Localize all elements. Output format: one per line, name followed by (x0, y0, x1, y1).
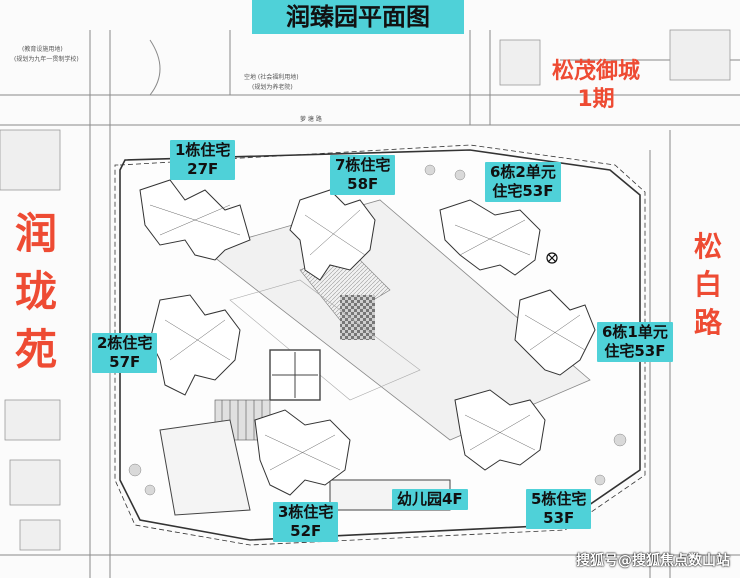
note-education-land: (教育设施用地) (22, 46, 63, 53)
note-welfare-land: 空地 (社会福利用地) (244, 74, 299, 81)
note-road-top: 萝 塘 路 (300, 116, 322, 123)
watermark: 搜狐号@搜狐焦点数山站 (576, 553, 730, 569)
label-building-1: 1栋住宅 27F (170, 140, 236, 180)
label-kindergarten: 幼儿园4F (392, 489, 468, 510)
page-title: 润臻园平面图 (252, 0, 464, 34)
label-building-6-unit-2: 6栋2单元 住宅53F (485, 162, 561, 202)
label-building-7: 7栋住宅 58F (330, 155, 396, 195)
label-building-5: 5栋住宅 53F (526, 489, 592, 529)
neighbor-songmao-yucheng: 松茂御城 1期 (551, 59, 640, 112)
note-elderly-plan: (规划为养老院) (252, 84, 293, 91)
note-school-plan: (规划为九年一贯制学校) (14, 56, 79, 63)
label-building-3: 3栋住宅 52F (273, 502, 339, 542)
label-building-6-unit-1: 6栋1单元 住宅53F (597, 322, 673, 362)
neighbor-runlong-yuan: 润 珑 苑 (14, 209, 57, 374)
road-songbai-lu: 松 白 路 (693, 230, 722, 339)
label-building-2: 2栋住宅 57F (92, 333, 158, 373)
